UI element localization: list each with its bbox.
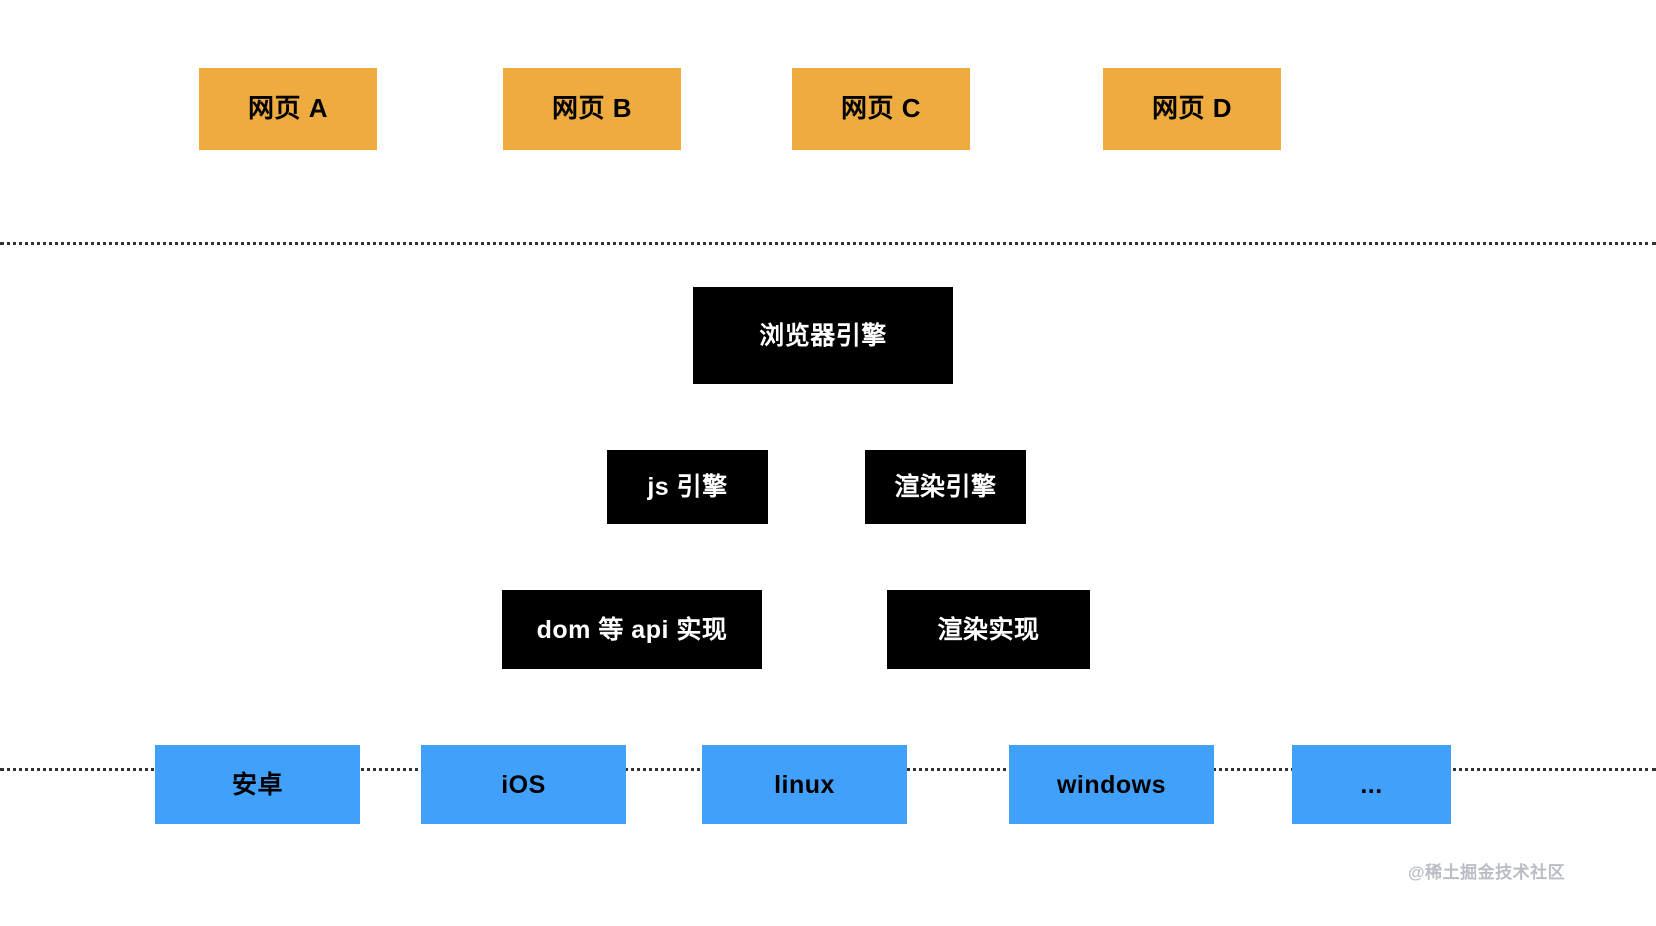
os-box-android: 安卓 <box>155 745 360 824</box>
render-engine-label: 渲染引擎 <box>894 473 997 501</box>
browser-engine-box: 浏览器引擎 <box>693 287 953 384</box>
webpage-box-c: 网页 C <box>792 68 970 150</box>
dom-api-implementation-box: dom 等 api 实现 <box>502 590 762 669</box>
webpage-box-d: 网页 D <box>1103 68 1281 150</box>
os-box-more-label: ... <box>1360 770 1383 799</box>
os-box-linux: linux <box>702 745 907 824</box>
os-box-linux-label: linux <box>774 770 835 799</box>
webpage-box-b: 网页 B <box>503 68 681 150</box>
webpage-box-b-label: 网页 B <box>551 93 632 124</box>
os-box-ios: iOS <box>421 745 626 824</box>
webpage-box-a: 网页 A <box>199 68 377 150</box>
os-box-windows: windows <box>1009 745 1214 824</box>
dom-api-implementation-label: dom 等 api 实现 <box>536 615 728 644</box>
webpage-box-a-label: 网页 A <box>247 93 328 124</box>
webpage-box-d-label: 网页 D <box>1151 93 1232 124</box>
divider-top <box>0 242 1656 245</box>
os-box-android-label: 安卓 <box>231 770 283 799</box>
js-engine-box: js 引擎 <box>607 450 768 524</box>
webpage-box-c-label: 网页 C <box>840 93 921 124</box>
browser-engine-label: 浏览器引擎 <box>759 321 887 350</box>
render-engine-box: 渲染引擎 <box>865 450 1026 524</box>
os-box-windows-label: windows <box>1056 770 1167 799</box>
os-box-more: ... <box>1292 745 1451 824</box>
render-implementation-label: 渲染实现 <box>937 615 1040 644</box>
js-engine-label: js 引擎 <box>647 473 728 501</box>
watermark: @稀土掘金技术社区 <box>1408 863 1566 882</box>
os-box-ios-label: iOS <box>501 770 546 799</box>
render-implementation-box: 渲染实现 <box>887 590 1090 669</box>
